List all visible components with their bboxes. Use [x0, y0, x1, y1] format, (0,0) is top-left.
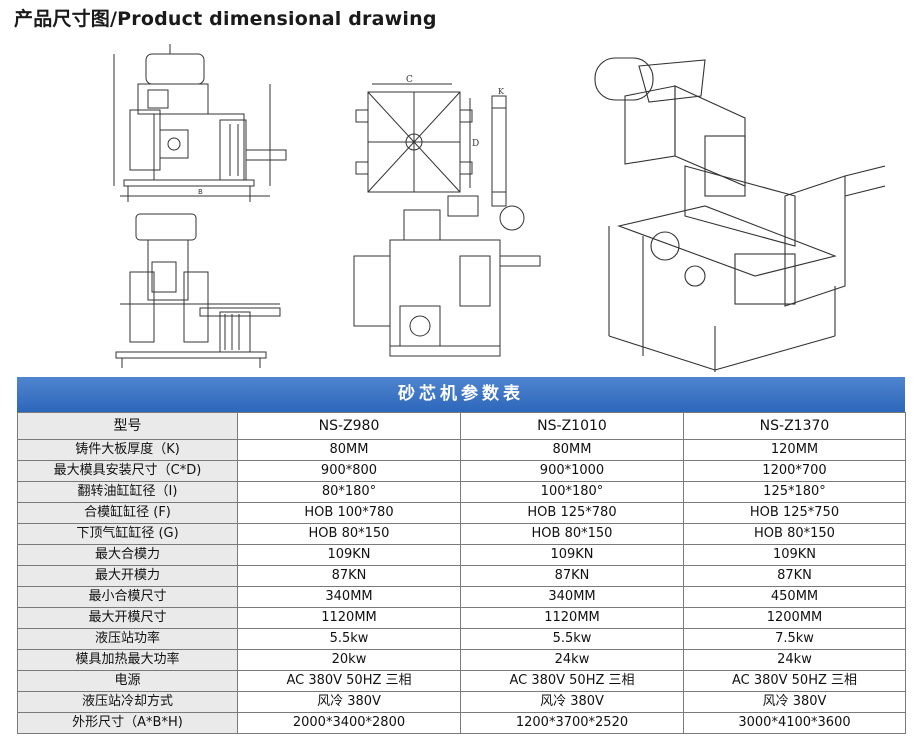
row-value: 80MM [460, 439, 684, 461]
section-view-drawing [353, 195, 541, 357]
row-value: HOB 125*750 [683, 502, 906, 524]
row-value: 900*800 [237, 460, 461, 482]
parameter-table: 砂芯机参数表 型号 NS-Z980 NS-Z1010 NS-Z1370 铸件大板… [17, 377, 906, 734]
row-value: HOB 80*150 [237, 523, 461, 545]
mold-plate-drawing: C D K [355, 75, 507, 207]
label-c: C [406, 75, 413, 85]
row-label: 合模缸缸径 (F) [17, 502, 238, 524]
row-value: 900*1000 [460, 460, 684, 482]
row-label: 下顶气缸缸径 (G) [17, 523, 238, 545]
row-value: 120MM [683, 439, 906, 461]
row-label: 模具加热最大功率 [17, 649, 238, 671]
row-label: 最大合模力 [17, 544, 238, 566]
row-value: HOB 80*150 [460, 523, 684, 545]
row-value: 3000*4100*3600 [683, 712, 906, 734]
row-value: AC 380V 50HZ 三相 [460, 670, 684, 692]
row-value: HOB 100*780 [237, 502, 461, 524]
row-value: 109KN [683, 544, 906, 566]
row-label: 最小合模尺寸 [17, 586, 238, 608]
row-label: 最大模具安装尺寸（C*D) [17, 460, 238, 482]
label-b: B [198, 188, 203, 196]
row-value: 1120MM [460, 607, 684, 629]
table-title: 砂芯机参数表 [17, 377, 905, 412]
row-label: 最大开模力 [17, 565, 238, 587]
row-value: 87KN [683, 565, 906, 587]
side-view-drawing: B [113, 44, 287, 202]
row-value: 风冷 380V [460, 691, 684, 713]
row-value: 风冷 380V [683, 691, 906, 713]
row-value: 340MM [237, 586, 461, 608]
row-value: 20kw [237, 649, 461, 671]
row-value: 125*180° [683, 481, 906, 503]
row-value: 109KN [460, 544, 684, 566]
row-label: 最大开模尺寸 [17, 607, 238, 629]
row-value: 5.5kw [237, 628, 461, 650]
row-value: AC 380V 50HZ 三相 [237, 670, 461, 692]
row-value: HOB 125*780 [460, 502, 684, 524]
header-ns-z1370: NS-Z1370 [683, 412, 906, 440]
row-value: 7.5kw [683, 628, 906, 650]
table-header-row: 型号 NS-Z980 NS-Z1010 NS-Z1370 [17, 412, 906, 440]
isometric-machine-drawing [594, 57, 885, 372]
row-value: 80MM [237, 439, 461, 461]
row-value: 340MM [460, 586, 684, 608]
row-value: 87KN [237, 565, 461, 587]
row-value: 1120MM [237, 607, 461, 629]
row-value: 5.5kw [460, 628, 684, 650]
row-label: 电源 [17, 670, 238, 692]
row-value: 87KN [460, 565, 684, 587]
row-value: 1200MM [683, 607, 906, 629]
table-row: 翻转油缸缸径（I)80*180°100*180°125*180° [17, 481, 906, 503]
row-value: 24kw [460, 649, 684, 671]
label-d: D [472, 139, 479, 149]
row-value: 100*180° [460, 481, 684, 503]
dimensional-drawings: B C D K [0, 36, 915, 372]
header-ns-z1010: NS-Z1010 [460, 412, 684, 440]
row-value: 80*180° [237, 481, 461, 503]
row-value: 1200*3700*2520 [460, 712, 684, 734]
row-label: 液压站冷却方式 [17, 691, 238, 713]
row-value: 109KN [237, 544, 461, 566]
row-value: 2000*3400*2800 [237, 712, 461, 734]
header-model: 型号 [17, 412, 238, 440]
front-view-drawing [115, 213, 281, 368]
row-value: 1200*700 [683, 460, 906, 482]
row-label: 液压站功率 [17, 628, 238, 650]
row-value: 450MM [683, 586, 906, 608]
label-k: K [498, 87, 505, 96]
row-value: 24kw [683, 649, 906, 671]
row-value: HOB 80*150 [683, 523, 906, 545]
header-ns-z980: NS-Z980 [237, 412, 461, 440]
page-heading: 产品尺寸图/Product dimensional drawing [14, 8, 437, 30]
row-label: 外形尺寸（A*B*H) [17, 712, 238, 734]
row-label: 翻转油缸缸径（I) [17, 481, 238, 503]
row-label: 铸件大板厚度（K) [17, 439, 238, 461]
row-value: AC 380V 50HZ 三相 [683, 670, 906, 692]
row-value: 风冷 380V [237, 691, 461, 713]
